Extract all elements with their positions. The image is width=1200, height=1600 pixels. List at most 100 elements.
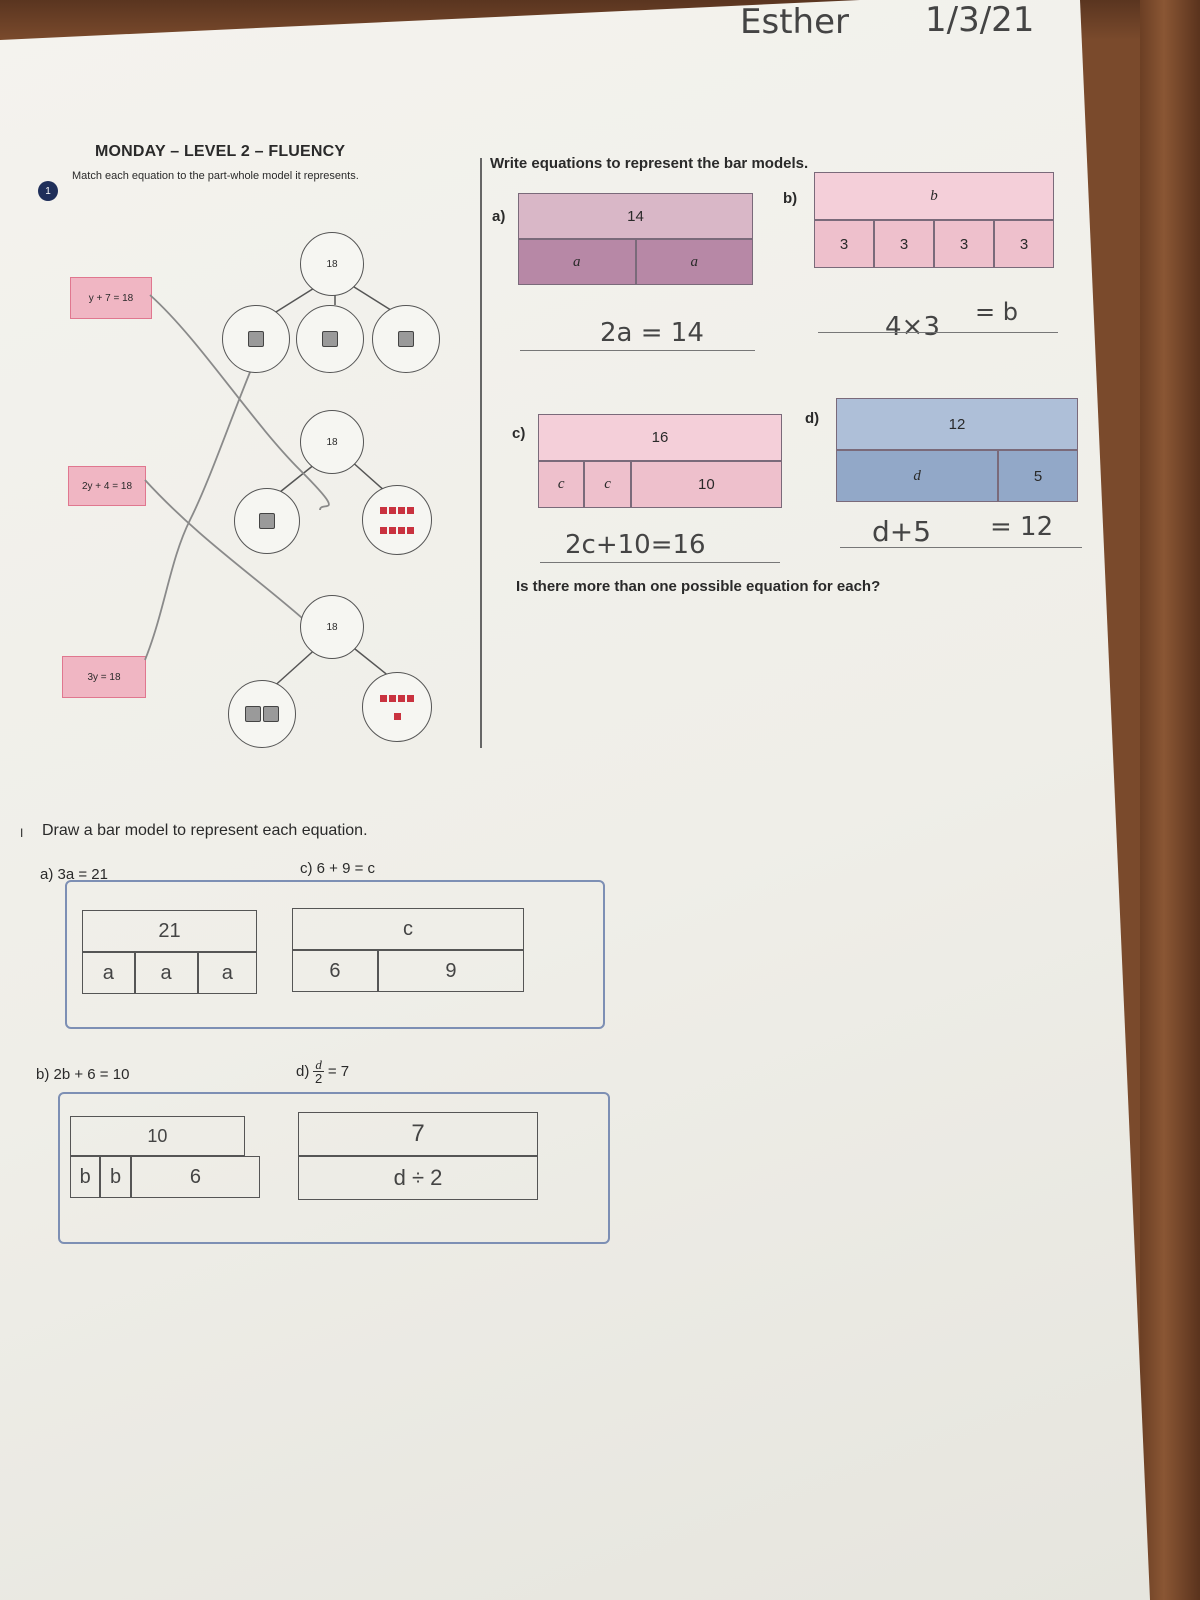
bar-part: 6 <box>130 1156 260 1198</box>
answer-line <box>540 562 780 563</box>
cube-icon <box>259 513 275 529</box>
q2c-label: c) <box>512 425 526 442</box>
answer-a: 2a = 14 <box>600 318 704 348</box>
q3-number: I <box>20 826 24 840</box>
part-circle <box>362 485 432 555</box>
bar-model-a: 14 a a <box>518 193 753 285</box>
cube-icon <box>263 706 279 722</box>
bar-whole: b <box>814 172 1054 220</box>
bar-part: 9 <box>377 950 524 992</box>
bar-whole: 21 <box>82 910 257 952</box>
bar-part: b <box>70 1156 101 1198</box>
question-number-badge: 1 <box>38 181 58 201</box>
model-stem <box>269 644 321 691</box>
bar-whole: 7 <box>298 1112 538 1156</box>
bar-model-d: 12 d 5 <box>836 398 1078 503</box>
red-counter-icon <box>407 506 414 514</box>
cube-icon <box>245 706 261 722</box>
red-counter-icon <box>407 526 414 534</box>
cube-icon <box>322 331 338 347</box>
bar-part: a <box>518 239 636 285</box>
part-circle <box>234 488 300 554</box>
part-circle <box>222 305 290 373</box>
bar-whole: c <box>292 908 524 950</box>
red-counter-icon <box>398 526 405 534</box>
answer-line <box>840 547 1082 548</box>
bar-part: 3 <box>874 220 934 268</box>
worksheet-page: Esther 1/3/21 MONDAY – LEVEL 2 – FLUENCY… <box>0 0 1150 1600</box>
answer-box-top <box>65 880 605 1029</box>
q3c-prompt: c) 6 + 9 = c <box>300 860 376 877</box>
bar-part: 3 <box>814 220 874 268</box>
bar-part: a <box>82 952 135 994</box>
red-counter-icon <box>389 694 396 702</box>
red-counter-icon <box>393 712 401 720</box>
student-name: Esther <box>740 2 849 42</box>
answer-box-bottom <box>58 1092 610 1244</box>
red-counter-icon <box>380 694 387 702</box>
bar-part: c <box>584 461 631 508</box>
answer-line <box>520 350 755 351</box>
q3d-prompt: d) d 2 = 7 <box>296 1057 350 1086</box>
answer-b-tail: = b <box>975 298 1018 326</box>
part-circle <box>296 305 364 373</box>
bar-whole: 10 <box>70 1116 245 1156</box>
equation-card: 2y + 4 = 18 <box>68 466 146 506</box>
bar-part: b <box>100 1156 131 1198</box>
bar-part: d ÷ 2 <box>298 1156 538 1200</box>
bar-model-b: b 3 3 3 3 <box>814 172 1054 272</box>
q2-instruction: Write equations to represent the bar mod… <box>490 155 809 172</box>
answer-b: 4×3 <box>885 312 940 342</box>
part-circle <box>228 680 296 748</box>
bar-whole: 16 <box>538 414 782 461</box>
red-counter-icon <box>389 526 396 534</box>
q3-instruction: Draw a bar model to represent each equat… <box>42 822 368 839</box>
whole-circle: 18 <box>300 410 364 474</box>
equation-card: y + 7 = 18 <box>70 277 152 319</box>
pencil-match-line <box>144 479 311 626</box>
bar-part: a <box>197 952 257 994</box>
sketch-bar-b: 10 b b 6 <box>70 1116 260 1204</box>
page-title: MONDAY – LEVEL 2 – FLUENCY <box>95 143 346 160</box>
bar-part: 10 <box>630 461 782 508</box>
bar-part: d <box>836 450 999 502</box>
date-written: 1/3/21 <box>925 0 1035 40</box>
bar-part: c <box>538 461 585 508</box>
pencil-match-line <box>144 359 256 661</box>
bar-part: a <box>134 952 198 994</box>
red-counter-icon <box>389 506 396 514</box>
bar-part: 3 <box>994 220 1054 268</box>
whole-circle: 18 <box>300 232 364 296</box>
q2b-label: b) <box>783 190 798 207</box>
bar-part: 6 <box>292 950 378 992</box>
table-surface-right <box>1140 0 1200 1600</box>
bar-whole: 14 <box>518 193 753 239</box>
q2a-label: a) <box>492 208 506 225</box>
sketch-bar-c: c 6 9 <box>292 908 524 998</box>
bar-model-c: 16 c c 10 <box>538 414 782 509</box>
bar-part: a <box>635 239 753 285</box>
q2-followup-question: Is there more than one possible equation… <box>516 578 881 595</box>
red-counter-icon <box>380 506 387 514</box>
fraction: d 2 <box>313 1057 324 1086</box>
red-counter-icon <box>398 694 405 702</box>
q2d-label: d) <box>805 410 820 427</box>
sketch-bar-a: 21 a a a <box>82 910 257 1000</box>
bar-part: 5 <box>998 450 1078 502</box>
pencil-match-line <box>149 294 330 511</box>
q1-instruction: Match each equation to the part-whole mo… <box>72 170 359 182</box>
answer-d: d+5 <box>872 515 932 548</box>
part-circle <box>362 672 432 742</box>
answer-line <box>818 332 1058 333</box>
cube-icon <box>248 331 264 347</box>
cube-icon <box>398 331 414 347</box>
answer-c: 2c+10=16 <box>565 530 706 560</box>
red-counter-icon <box>407 694 414 702</box>
red-counter-icon <box>398 506 405 514</box>
column-divider <box>480 158 482 748</box>
part-circle <box>372 305 440 373</box>
equation-card: 3y = 18 <box>62 656 146 698</box>
bar-part: 3 <box>934 220 994 268</box>
answer-d-tail: = 12 <box>990 512 1054 542</box>
q3b-prompt: b) 2b + 6 = 10 <box>36 1066 130 1083</box>
